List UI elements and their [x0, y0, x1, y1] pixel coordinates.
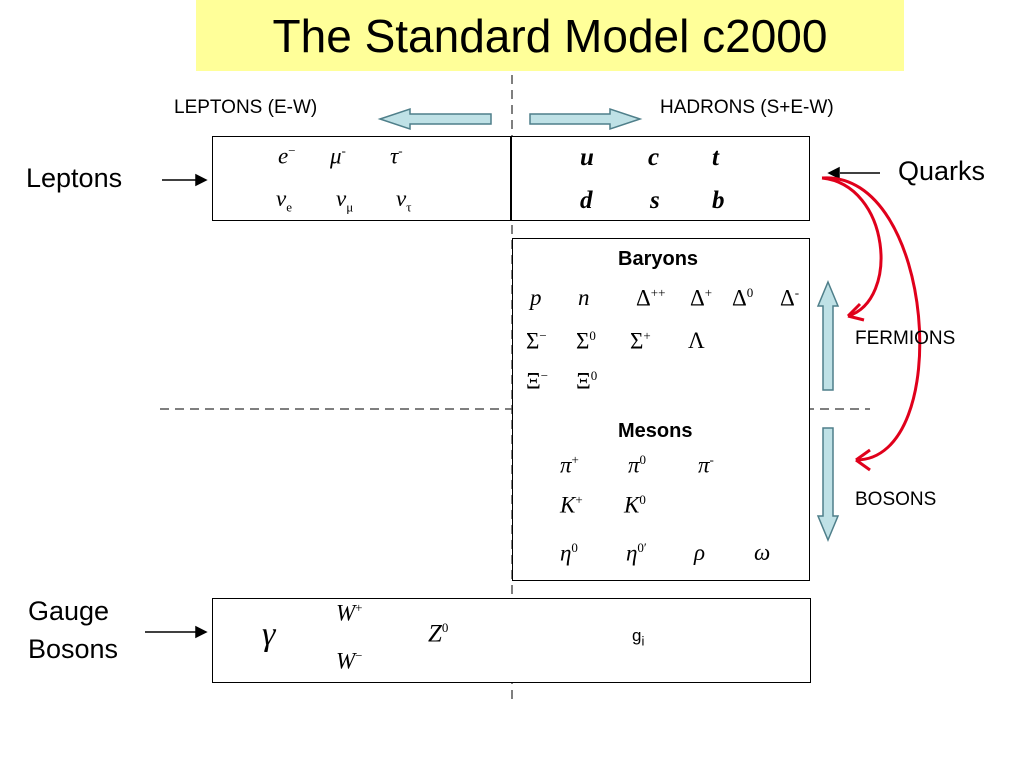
gauge-pointer-head [195, 625, 208, 639]
meson-eta-prime: η0′ [626, 540, 647, 566]
baryon-n: n [578, 285, 590, 310]
tau-symbol: τ- [390, 143, 403, 169]
electron-symbol: e− [278, 143, 296, 169]
w-plus-symbol: W+ [336, 600, 363, 626]
fermions-label: FERMIONS [855, 328, 956, 349]
quarks-side-label: Quarks [898, 156, 986, 186]
quarks-to-fermions-curve [821, 176, 883, 318]
arrow-left-leptons [377, 107, 492, 131]
quark-t: t [712, 144, 719, 171]
electron-neutrino-symbol: νe [276, 186, 292, 215]
baryon-p: p [530, 285, 542, 310]
bosons-label: BOSONS [855, 489, 937, 510]
meson-rho: ρ [694, 540, 706, 565]
gauge-bosons-label: Gauge Bosons [28, 592, 118, 668]
quarks-to-fermions-arrowhead [846, 302, 865, 322]
mesons-heading: Mesons [618, 420, 693, 442]
muon-neutrino-symbol: νμ [336, 186, 354, 215]
quarks-to-bosons-curve [821, 176, 922, 462]
fermion-table-divider [510, 137, 512, 220]
meson-pi-plus: π+ [560, 452, 579, 478]
baryon-xi-zero: Ξ0 [576, 368, 598, 394]
leptons-group-label: LEPTONS (E-W) [174, 97, 318, 118]
gauge-label-line1: Gauge [28, 596, 110, 626]
quark-c: c [648, 144, 660, 171]
leptons-pointer-head [195, 173, 208, 187]
baryon-sigma-zero: Σ0 [576, 328, 596, 354]
arrow-up-fermions [816, 280, 840, 391]
baryon-delta-minus: Δ- [780, 285, 800, 311]
baryon-delta-zero: Δ0 [732, 285, 754, 311]
gauge-table [212, 598, 811, 683]
baryons-heading: Baryons [618, 248, 699, 270]
gauge-label-line2: Bosons [28, 634, 119, 664]
quark-d: d [580, 187, 593, 214]
quark-u: u [580, 144, 594, 171]
gluon-symbol: gi [632, 626, 645, 649]
meson-k-plus: K+ [560, 492, 583, 518]
leptons-side-label: Leptons [26, 163, 123, 193]
z-zero-symbol: Z0 [428, 620, 449, 648]
baryon-lambda: Λ [688, 328, 705, 353]
quark-b: b [712, 187, 725, 214]
baryon-xi-minus: Ξ− [526, 368, 549, 394]
meson-pi-minus: π- [698, 452, 714, 478]
baryon-sigma-minus: Σ− [526, 328, 547, 354]
meson-pi-zero: π0 [628, 452, 647, 478]
arrow-right-hadrons [529, 107, 643, 131]
w-minus-symbol: W− [336, 648, 363, 674]
fermion-table [212, 136, 810, 221]
meson-k-zero: K0 [624, 492, 646, 518]
page-title: The Standard Model c2000 [196, 0, 904, 71]
muon-symbol: μ- [330, 143, 346, 169]
hadron-table [512, 238, 810, 581]
hadrons-group-label: HADRONS (S+E-W) [660, 97, 834, 118]
meson-omega: ω [754, 540, 771, 565]
quarks-pointer-head [827, 166, 840, 180]
arrow-down-bosons [816, 427, 840, 542]
baryon-delta-plusplus: Δ++ [636, 285, 666, 311]
photon-symbol: γ [262, 616, 276, 653]
baryon-delta-plus: Δ+ [690, 285, 713, 311]
quark-s: s [650, 187, 660, 214]
baryon-sigma-plus: Σ+ [630, 328, 651, 354]
meson-eta: η0 [560, 540, 578, 566]
tau-neutrino-symbol: ντ [396, 186, 412, 215]
quarks-to-bosons-arrowhead [855, 448, 871, 472]
